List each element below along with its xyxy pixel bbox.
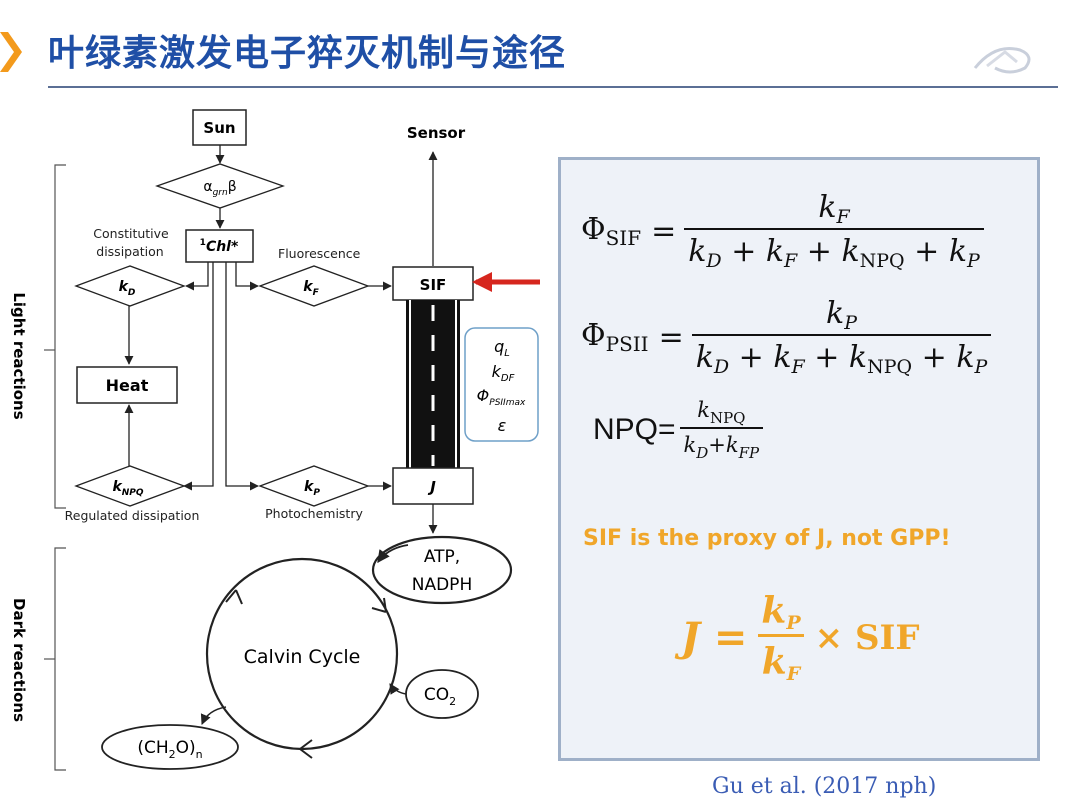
npq-equation: NPQ= kNPQ kD+kFP bbox=[593, 398, 764, 462]
phi-sif-equals: = bbox=[651, 213, 677, 249]
corner-logo-icon bbox=[973, 47, 1031, 74]
title-divider bbox=[48, 86, 1058, 88]
atp-label: ATP, bbox=[424, 547, 460, 567]
ch2o-ellipse bbox=[101, 724, 239, 770]
kp-label: kP bbox=[304, 479, 320, 498]
ql-param: qL bbox=[494, 337, 510, 359]
epsilon-param: ε bbox=[498, 416, 507, 435]
j-equation: J = kP kF × SIF bbox=[681, 590, 920, 685]
citation: Gu et al. (2017 nph) bbox=[712, 774, 937, 799]
phi-sif-lhs: ΦSIF bbox=[581, 212, 642, 250]
absorption-diamond bbox=[155, 163, 285, 209]
knpq-diamond bbox=[74, 465, 186, 507]
dark-reactions-label: Dark reactions bbox=[10, 598, 28, 722]
sun-box bbox=[192, 109, 247, 146]
chl-to-kf-arrow bbox=[235, 262, 259, 291]
kd-label: kD bbox=[119, 279, 136, 298]
phi-psii-equals: = bbox=[658, 319, 684, 355]
nadph-label: NADPH bbox=[412, 575, 472, 595]
phi-psii-equation: ΦPSII = kP kD + kF + kNPQ + kP bbox=[581, 296, 992, 378]
chl-to-kp-arrow bbox=[225, 262, 259, 491]
kf-diamond bbox=[258, 265, 370, 307]
calvin-cycle-label: Calvin Cycle bbox=[244, 646, 361, 668]
chl-to-knpq-arrow bbox=[183, 262, 214, 491]
regulated-dissipation-label: Regulated dissipation bbox=[65, 508, 200, 523]
light-reactions-label: Light reactions bbox=[10, 292, 28, 419]
calvin-arrow-bottom bbox=[299, 739, 313, 759]
npq-lhs: NPQ= bbox=[593, 413, 676, 446]
slide-title: 叶绿素激发电子猝灭机制与途径 bbox=[48, 33, 567, 74]
phi-psii-lhs: ΦPSII bbox=[581, 318, 649, 356]
kf-label: kF bbox=[303, 279, 319, 298]
j-equation-rest: × SIF bbox=[814, 617, 920, 658]
co2-label: CO2 bbox=[424, 685, 456, 708]
sun-label: Sun bbox=[203, 119, 235, 137]
equations-panel: ΦSIF = kF kD + kF + kNPQ + kP ΦPSII = kP… bbox=[558, 157, 1040, 761]
kdf-param: kDF bbox=[492, 362, 515, 384]
sensor-label: Sensor bbox=[407, 124, 466, 142]
constitutive-dissipation-label: Constitutive dissipation bbox=[93, 226, 172, 259]
absorption-label: αgrnβ bbox=[203, 179, 236, 198]
sif-label: SIF bbox=[420, 276, 447, 294]
photochemistry-label: Photochemistry bbox=[265, 506, 363, 521]
cycle-to-ch2o-arrow bbox=[200, 706, 227, 725]
j-equation-fraction: kP kF bbox=[757, 590, 805, 685]
excited-chlorophyll-box bbox=[185, 229, 254, 263]
electron-transport-road bbox=[406, 300, 460, 468]
parameter-box bbox=[464, 327, 539, 442]
npq-fraction: kNPQ kD+kFP bbox=[679, 398, 764, 462]
phi-psiimax-param: ΦPSIImax bbox=[477, 386, 526, 408]
calvin-arrow-top bbox=[225, 589, 243, 605]
j-box bbox=[392, 467, 474, 505]
dark-reactions-bracket bbox=[44, 547, 66, 771]
co2-to-cycle-arrow bbox=[389, 683, 407, 695]
kd-diamond bbox=[74, 265, 186, 307]
electron-quenching-diagram: Light reactions Dark reactions Sun αgrnβ… bbox=[10, 109, 540, 771]
calvin-cycle-circle bbox=[205, 557, 399, 751]
phi-psii-fraction: kP kD + kF + kNPQ + kP bbox=[691, 296, 992, 378]
atp-to-cycle-arrow bbox=[377, 544, 409, 564]
j-label: J bbox=[427, 478, 436, 496]
fluorescence-label: Fluorescence bbox=[278, 246, 361, 261]
excited-chlorophyll-label: 1Chl* bbox=[200, 238, 239, 255]
chl-to-kd-arrow bbox=[185, 262, 209, 291]
heat-label: Heat bbox=[106, 376, 149, 395]
phi-sif-fraction: kF kD + kF + kNPQ + kP bbox=[684, 190, 984, 272]
calvin-arrow-right bbox=[371, 597, 387, 613]
ch2o-label: (CH2O)n bbox=[137, 738, 202, 761]
sif-box bbox=[392, 266, 474, 301]
knpq-label: kNPQ bbox=[112, 479, 143, 498]
heat-box bbox=[76, 366, 178, 404]
light-reactions-bracket bbox=[44, 164, 66, 509]
kp-diamond bbox=[258, 465, 370, 507]
j-equation-lhs: J = bbox=[681, 614, 748, 661]
proxy-highlight-text: SIF is the proxy of J, not GPP! bbox=[583, 526, 951, 551]
phi-sif-equation: ΦSIF = kF kD + kF + kNPQ + kP bbox=[581, 190, 984, 272]
title-chevron-icon bbox=[0, 32, 22, 72]
atp-nadph-ellipse bbox=[371, 535, 513, 605]
